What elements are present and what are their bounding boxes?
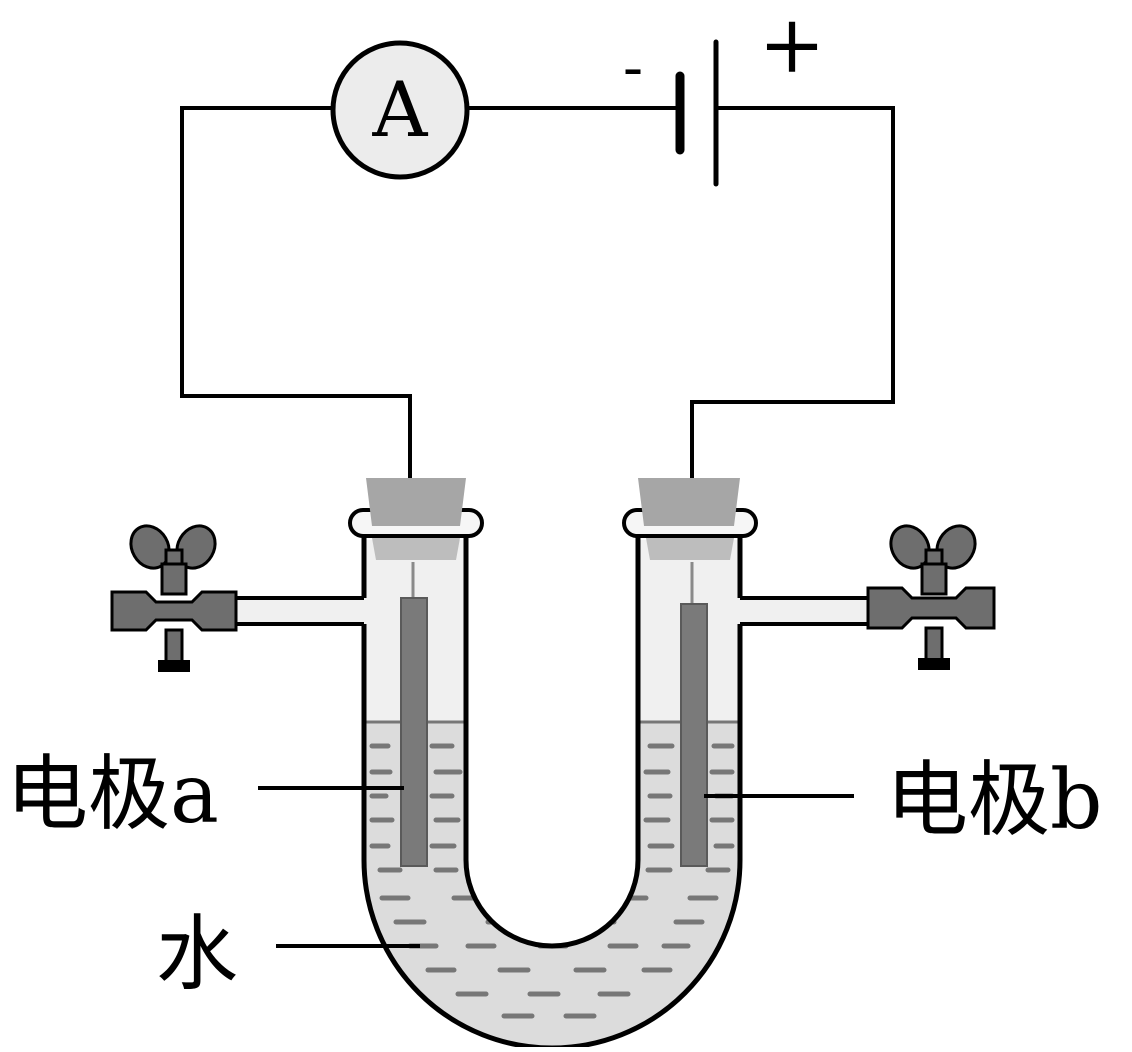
circuit-wires (180, 106, 895, 478)
stopper-right (638, 478, 740, 560)
ammeter-symbol: A (372, 65, 429, 154)
clamp-left (110, 524, 238, 672)
leader-lines (258, 786, 854, 948)
battery-negative-sign: - (623, 33, 643, 103)
battery (675, 39, 719, 187)
electrode-b (680, 562, 708, 867)
side-arm-left (232, 596, 366, 626)
ammeter-body (330, 40, 470, 180)
label-water: 水 (156, 907, 238, 1002)
battery-positive-sign: + (758, 0, 825, 91)
electrode-a (400, 562, 428, 867)
wire-left (180, 106, 412, 478)
side-arm-right (738, 596, 872, 626)
ammeter: A (330, 40, 470, 180)
stopper-left (366, 478, 466, 560)
label-electrode-a: 电极a (6, 747, 219, 842)
clamp-right (866, 524, 996, 670)
wire-right (690, 106, 895, 478)
label-electrode-b: 电极b (886, 753, 1103, 848)
